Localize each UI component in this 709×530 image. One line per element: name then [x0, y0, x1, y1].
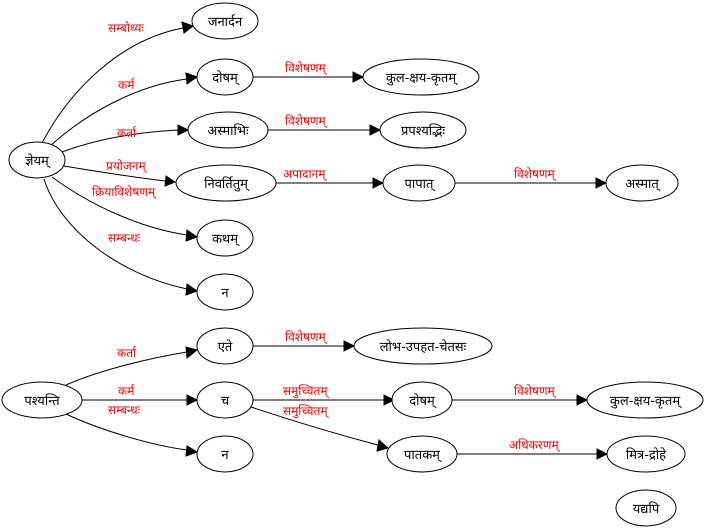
svg-text:निवर्तितुम्: निवर्तितुम्: [204, 176, 250, 192]
node-janardana: जनार्दन: [191, 2, 259, 40]
node-ete: एते: [196, 327, 254, 365]
svg-text:प्रपश्यद्भिः: प्रपश्यद्भिः: [401, 123, 445, 139]
svg-text:मित्र-द्रोहे: मित्र-द्रोहे: [626, 447, 667, 463]
node-dosham: दोषम्: [196, 58, 254, 96]
svg-text:कुल-क्षय-कृतम्: कुल-क्षय-कृतम्: [386, 71, 458, 86]
svg-text:पापात्: पापात्: [405, 177, 436, 192]
edge-jneyam-dosham: कर्म: [49, 72, 199, 147]
edge-label-visheshana: विशेषणम्: [285, 330, 328, 345]
edge-asmabhih-prapashyadbhih: विशेषणम्: [268, 114, 382, 136]
node-katham: कथम्: [196, 219, 254, 257]
edge-label-samuchchita: समुच्चितम्: [283, 384, 330, 399]
edge-nivartitum-papat: अपादानम्: [276, 167, 385, 189]
node-mitra-drohe: मित्र-द्रोहे: [606, 435, 686, 473]
node-nivartitum: निवर्तितुम्: [175, 164, 277, 202]
edge-pashyanti-na: सम्बन्धः: [65, 403, 199, 457]
edge-label-visheshana: विशेषणम्: [285, 114, 328, 129]
edge-label-visheshana: विशेषणम्: [514, 167, 557, 182]
edge-label-adhikarana: अधिकरणम्: [509, 438, 561, 453]
edge-jneyam-nivartitum: प्रयोजनम्: [63, 159, 177, 187]
edge-label-sambandha: सम्बन्धः: [108, 403, 141, 417]
svg-text:च: च: [221, 394, 230, 409]
node-prapashyadbhih: प्रपश्यद्भिः: [379, 111, 467, 149]
node-asmat: अस्मात्: [605, 164, 679, 202]
svg-text:दोषम्: दोषम्: [409, 393, 437, 409]
edge-label-prayojana: प्रयोजनम्: [106, 159, 148, 174]
edge-label-visheshana: विशेषणम्: [514, 384, 557, 399]
edge-pashyanti-ete: कर्ता: [65, 346, 199, 386]
edge-label-apadana: अपादानम्: [283, 167, 327, 182]
node-na-2: न: [196, 435, 254, 473]
edge-label-sambandha: सम्बन्धः: [108, 231, 141, 245]
edge-dosham-kulakshaya: विशेषणम्: [252, 61, 365, 83]
edge-jneyam-katham: क्रियाविशेषणम्: [51, 176, 199, 242]
svg-text:न: न: [221, 286, 229, 301]
svg-text:लोभ-उपहत-चेतसः: लोभ-उपहत-चेतसः: [380, 339, 467, 355]
edge-cha-patakam: समुच्चितम्: [247, 404, 390, 452]
edge-jneyam-na: सम्बन्धः: [43, 178, 199, 296]
edge-cha-dosham: समुच्चितम्: [253, 384, 396, 406]
edge-jneyam-asmabhih: कर्ता: [61, 124, 190, 153]
svg-text:जनार्दन: जनार्दन: [208, 14, 243, 30]
node-papat: पापात्: [382, 164, 456, 202]
svg-text:न: न: [221, 448, 229, 463]
node-patakam: पातकम्: [386, 435, 458, 473]
node-kula-kshaya-kritam: कुल-क्षय-कृतम्: [362, 58, 480, 96]
edge-label-karta: कर्ता: [117, 126, 137, 140]
svg-text:एते: एते: [218, 339, 233, 355]
svg-text:कथम्: कथम्: [212, 232, 240, 247]
svg-text:पातकम्: पातकम्: [404, 448, 442, 463]
edge-label-karma: कर्म: [118, 384, 135, 398]
edge-label-kriyavisheshana: क्रियाविशेषणम्: [92, 185, 157, 200]
node-asmabhih: अस्माभिः: [187, 111, 269, 149]
edge-papat-asmat: विशेषणम्: [455, 167, 608, 189]
node-na: न: [196, 273, 254, 311]
node-dosham-2: दोषम्: [391, 381, 453, 419]
node-pashyanti: पश्यन्ति: [1, 381, 83, 419]
edge-label-sambodhya: सम्बोध्यः: [108, 21, 144, 35]
svg-text:ज्ञेयम्: ज्ञेयम्: [25, 153, 51, 169]
node-jneyam: ज्ञेयम्: [8, 141, 66, 179]
svg-text:कुल-क्षय-कृतम्: कुल-क्षय-कृतम्: [610, 394, 682, 409]
edge-patakam-mitra: अधिकरणम्: [457, 438, 609, 460]
node-kula-kshaya-kritam-2: कुल-क्षय-कृतम्: [586, 381, 704, 419]
svg-text:अस्माभिः: अस्माभिः: [207, 123, 249, 139]
edge-label-karma: कर्म: [118, 78, 135, 92]
svg-text:अस्मात्: अस्मात्: [625, 177, 661, 192]
node-cha: च: [196, 381, 254, 419]
svg-text:दोषम्: दोषम्: [212, 70, 240, 86]
edge-label-karta: कर्ता: [117, 346, 137, 360]
edge-pashyanti-cha: कर्म: [82, 384, 199, 406]
edge-dosham2-kulakshaya2: विशेषणम्: [452, 384, 589, 406]
edge-ete-lobha: विशेषणम्: [253, 330, 356, 352]
edge-jneyam-janardana: सम्बोध्यः: [41, 21, 195, 144]
edge-label-visheshana: विशेषणम्: [285, 61, 328, 76]
node-yadyapi: यद्यपि: [615, 489, 677, 527]
svg-text:यद्यपि: यद्यपि: [633, 501, 660, 517]
edge-label-samuchchita: समुच्चितम्: [283, 404, 330, 419]
node-lobha-upahata-chetasah: लोभ-उपहत-चेतसः: [353, 327, 493, 365]
svg-text:पश्यन्ति: पश्यन्ति: [24, 393, 60, 409]
